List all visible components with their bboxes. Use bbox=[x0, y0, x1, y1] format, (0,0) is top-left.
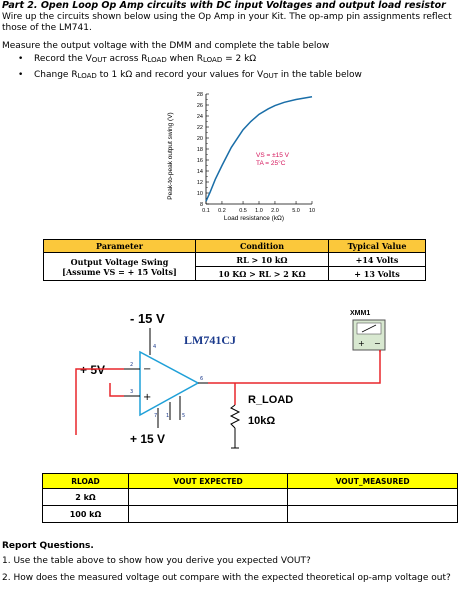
pin-label-2: 2 bbox=[130, 362, 133, 368]
load-resistor-name: R_LOAD bbox=[248, 394, 293, 406]
output-wire bbox=[208, 350, 381, 384]
chart-y-axis-label: Peak-to-peak output swing (V) bbox=[167, 112, 174, 199]
y-tick-label: 22 bbox=[197, 125, 203, 131]
part-number-label: LM741CJ bbox=[184, 333, 236, 347]
vout-measured-cell[interactable] bbox=[287, 505, 458, 523]
y-tick-label: 20 bbox=[197, 136, 203, 142]
parameter-name: Output Voltage Swing bbox=[70, 256, 169, 267]
x-tick-label: 2.0 bbox=[271, 208, 279, 214]
report-question-1: 1. Use the table above to show how you d… bbox=[2, 556, 311, 566]
chart-series-line bbox=[205, 96, 313, 202]
pin-label-1: 1 bbox=[166, 413, 169, 419]
vout-measured-cell[interactable] bbox=[287, 488, 458, 506]
intro-text: Wire up the circuits shown below using t… bbox=[2, 12, 452, 33]
x-tick-label: 10 bbox=[309, 208, 315, 214]
bullet-text-1: Record the VOUT across RLOAD when RLOAD … bbox=[34, 54, 257, 64]
y-tick-label: 12 bbox=[197, 180, 203, 186]
load-resistor-symbol bbox=[229, 404, 241, 429]
inverting-input-sign: − bbox=[143, 364, 151, 375]
rload-cell: 2 kΩ bbox=[42, 488, 129, 506]
input-wire-noninverting bbox=[109, 383, 124, 397]
value-cell: + 13 Volts bbox=[328, 266, 426, 281]
vout-expected-cell[interactable] bbox=[127, 505, 289, 523]
x-tick-label: 0.2 bbox=[218, 208, 226, 214]
bullet-text-2: Change RLOAD to 1 kΩ and record your val… bbox=[34, 70, 362, 80]
multimeter-plus: + bbox=[358, 339, 365, 348]
chart-x-axis-label: Load resistance (kΩ) bbox=[224, 215, 284, 222]
bullet-item-2: • Change RLOAD to 1 kΩ and record your v… bbox=[18, 70, 378, 82]
x-tick-label: 0.5 bbox=[239, 208, 247, 214]
table-row: Output Voltage Swing [Assume VS = + 15 V… bbox=[43, 252, 426, 281]
y-tick-label: 24 bbox=[197, 114, 203, 120]
output-swing-table: Parameter Condition Typical Value Output… bbox=[43, 239, 426, 281]
section-header: Part 2. Open Loop Op Amp circuits with D… bbox=[2, 0, 446, 11]
header-typical-value: Typical Value bbox=[328, 239, 426, 253]
multimeter-needle bbox=[361, 324, 377, 333]
input-wire-inverting bbox=[75, 368, 124, 435]
negative-supply-label: - 15 V bbox=[130, 311, 165, 326]
y-tick-label: 26 bbox=[197, 103, 203, 109]
y-tick-label: 28 bbox=[197, 92, 203, 98]
table-header-row: Parameter Condition Typical Value bbox=[43, 239, 426, 253]
parameter-cell: Output Voltage Swing [Assume VS = + 15 V… bbox=[43, 252, 196, 281]
header-condition: Condition bbox=[195, 239, 329, 253]
opamp-symbol bbox=[139, 350, 200, 417]
noninverting-input-sign: + bbox=[143, 392, 151, 403]
value-cell: +14 Volts bbox=[328, 252, 426, 267]
opamp-circuit-diagram: - 15 V + 15 V LM741CJ + 5V 4 − + 2 3 7 1… bbox=[75, 310, 386, 449]
header-parameter: Parameter bbox=[43, 239, 196, 253]
chart-annotation-temp: TA = 25°C bbox=[256, 159, 286, 167]
y-tick-label: 14 bbox=[197, 169, 203, 175]
bullet-dot: • bbox=[18, 70, 24, 80]
header-vout-expected: VOUT EXPECTED bbox=[127, 473, 289, 489]
y-tick-label: 10 bbox=[197, 191, 203, 197]
results-table: RLOAD VOUT EXPECTED VOUT_MEASURED 2 kΩ 1… bbox=[42, 473, 458, 523]
parameter-assumption: [Assume VS = + 15 Volts] bbox=[62, 266, 177, 277]
pin-label-3: 3 bbox=[130, 389, 133, 395]
output-swing-chart: 8 10 12 14 16 18 20 22 24 26 28 0.1 0.2 0.5 1.0 2.0 5.0 1… bbox=[167, 92, 315, 222]
y-tick-label: 18 bbox=[197, 147, 203, 153]
x-tick-label: 5.0 bbox=[292, 208, 300, 214]
condition-cell: 10 KΩ > RL > 2 KΩ bbox=[195, 266, 329, 281]
load-resistor-value: 10kΩ bbox=[248, 415, 275, 427]
multimeter-label: XMM1 bbox=[350, 310, 370, 317]
multimeter-minus: − bbox=[374, 339, 381, 348]
rload-cell: 100 kΩ bbox=[42, 505, 129, 523]
y-tick-label: 16 bbox=[197, 158, 203, 164]
chart-annotation-supply: VS = ±15 V bbox=[256, 152, 290, 159]
input-voltage-label: + 5V bbox=[80, 363, 105, 377]
table-row: 100 kΩ bbox=[42, 505, 458, 523]
x-tick-label: 1.0 bbox=[255, 208, 263, 214]
header-vout-measured: VOUT_MEASURED bbox=[287, 473, 458, 489]
table-row: 10 KΩ > RL > 2 KΩ + 13 Volts bbox=[44, 266, 426, 281]
positive-supply-label: + 15 V bbox=[130, 432, 165, 446]
y-tick-label: 8 bbox=[200, 202, 203, 208]
x-tick-label: 0.1 bbox=[202, 208, 210, 214]
table-header-row: RLOAD VOUT EXPECTED VOUT_MEASURED bbox=[42, 473, 458, 489]
pin-label-7: 7 bbox=[154, 413, 157, 419]
report-question-2: 2. How does the measured voltage out com… bbox=[2, 573, 451, 583]
pin-label-5: 5 bbox=[182, 413, 185, 419]
condition-cell: RL > 10 kΩ bbox=[195, 252, 329, 267]
bullet-item-1: • Record the VOUT across RLOAD when RLOA… bbox=[18, 54, 318, 66]
measure-instruction: Measure the output voltage with the DMM … bbox=[2, 41, 330, 51]
pin-label-4: 4 bbox=[153, 344, 156, 350]
bullet-dot: • bbox=[18, 54, 24, 64]
vout-expected-cell[interactable] bbox=[127, 488, 289, 506]
header-rload: RLOAD bbox=[42, 473, 129, 489]
table-row: 2 kΩ bbox=[42, 488, 458, 506]
pin-label-6: 6 bbox=[200, 376, 203, 382]
report-questions-title: Report Questions. bbox=[2, 541, 94, 551]
